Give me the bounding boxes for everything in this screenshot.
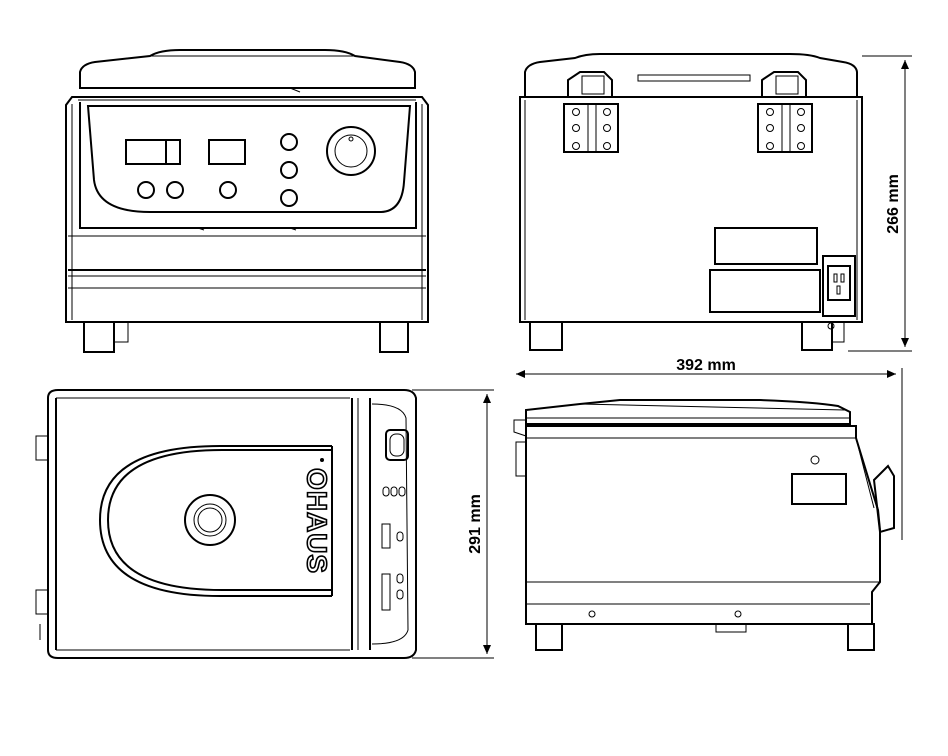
- display-left: [125, 139, 167, 165]
- front-button: [137, 181, 155, 199]
- side-label: [791, 473, 847, 505]
- display-right: [208, 139, 246, 165]
- back-view: [519, 53, 863, 351]
- dimension-height: 266 mm: [848, 55, 912, 352]
- height-label: 266 mm: [885, 174, 902, 234]
- lid-center: [184, 494, 236, 546]
- side-view: [513, 399, 895, 651]
- brand-logo: OHAUS: [302, 468, 333, 574]
- front-view: [65, 49, 429, 353]
- rating-label: [714, 227, 818, 265]
- knob: [326, 126, 376, 176]
- power-inlet: [822, 255, 856, 317]
- dimension-depth: 291 mm: [412, 389, 494, 659]
- width-label: 392 mm: [676, 357, 736, 374]
- lid-outline: [98, 445, 332, 597]
- dimension-width: 392 mm: [516, 357, 903, 540]
- side-knob: [872, 464, 895, 534]
- depth-label: 291 mm: [467, 494, 484, 554]
- foot: [83, 321, 115, 353]
- top-view: OHAUS: [35, 389, 417, 659]
- top-knob: [385, 429, 409, 461]
